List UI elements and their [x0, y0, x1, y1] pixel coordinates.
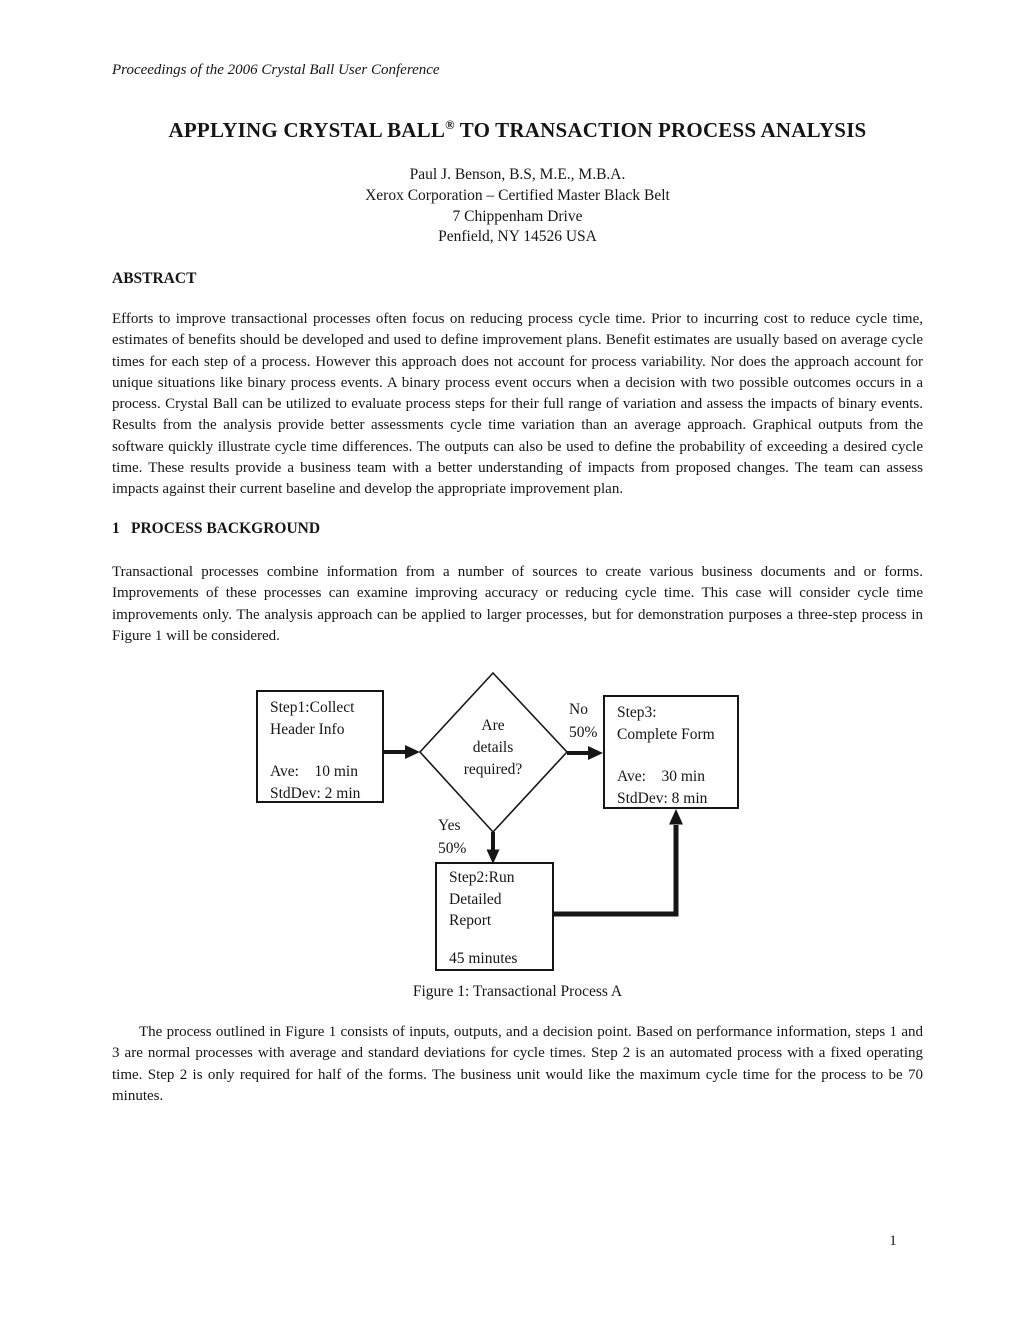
author-name: Paul J. Benson, B.S, M.E., M.B.A. — [409, 166, 626, 183]
abstract-body: Efforts to improve transactional process… — [112, 311, 923, 498]
abstract-heading: ABSTRACT — [112, 270, 197, 287]
section-1-heading: 1 PROCESS BACKGROUND — [112, 520, 320, 538]
author-block: Paul J. Benson, B.S, M.E., M.B.A. Xerox … — [112, 165, 923, 248]
flowchart-connectors — [383, 671, 683, 917]
title-text-after-mark: TO TRANSACTION PROCESS ANALYSIS — [454, 118, 867, 142]
step3-title-line2: Complete Form — [617, 725, 715, 743]
title-text-before-mark: APPLYING CRYSTAL BALL — [168, 118, 446, 142]
section-title: PROCESS BACKGROUND — [131, 520, 321, 537]
decision-question: Are details required? — [420, 715, 566, 781]
decision-line2: details — [472, 739, 514, 756]
step1-stddev-time: StdDev: 2 min — [270, 784, 361, 802]
step2-fixed-time: 45 minutes — [449, 949, 518, 967]
registered-trademark-symbol: ® — [445, 118, 455, 132]
arrow-step1-to-decision-head — [405, 745, 420, 759]
running-head: Proceedings of the 2006 Crystal Ball Use… — [112, 62, 440, 78]
no-percentage: 50% — [569, 724, 598, 741]
author-city-address: Penfield, NY 14526 USA — [438, 228, 597, 246]
branch-no-label: No 50% — [569, 698, 597, 744]
yes-label: Yes — [438, 817, 461, 834]
step1-title-line2: Header Info — [270, 720, 345, 738]
arrow-step2-to-step3-head — [669, 809, 683, 825]
section-1-paragraph-1: Transactional processes combine informat… — [112, 564, 923, 644]
branch-yes-label: Yes 50% — [438, 814, 466, 860]
flowchart-box-step2: Step2:Run Detailed Report 45 minutes — [435, 862, 554, 971]
arrow-decision-to-step3-head — [588, 746, 603, 760]
no-label: No — [569, 701, 588, 718]
flowchart-box-step3: Step3: Complete Form Ave: 30 min StdDev:… — [603, 695, 739, 809]
section-number: 1 — [112, 520, 120, 537]
step2-title-line1: Step2:Run — [449, 869, 515, 886]
section-1-paragraph-2: The process outlined in Figure 1 consist… — [112, 1024, 923, 1104]
step3-stddev-time: StdDev: 8 min — [617, 789, 708, 807]
figure-1-caption: Figure 1: Transactional Process A — [412, 983, 623, 1000]
step1-title-line1: Step1:Collect — [270, 699, 355, 716]
yes-percentage: 50% — [438, 840, 467, 857]
decision-line1: Are — [481, 717, 505, 734]
flowchart-box-step1: Step1:Collect Header Info Ave: 10 min St… — [256, 690, 384, 803]
step2-title-line3: Report — [449, 912, 492, 929]
page-number: 1 — [889, 1233, 897, 1249]
author-street-address: 7 Chippenham Drive — [452, 207, 583, 225]
step1-average-time: Ave: 10 min — [270, 763, 358, 780]
arrow-decision-to-step2-head — [486, 849, 500, 864]
connector-step2-to-step3 — [553, 825, 679, 917]
paper-title: APPLYING CRYSTAL BALL® TO TRANSACTION PR… — [112, 118, 923, 143]
author-affiliation: Xerox Corporation – Certified Master Bla… — [365, 186, 670, 204]
step3-title-line1: Step3: — [617, 704, 657, 721]
step3-average-time: Ave: 30 min — [617, 768, 705, 785]
step2-title-line2: Detailed — [449, 890, 502, 908]
decision-line3: required? — [463, 761, 523, 778]
